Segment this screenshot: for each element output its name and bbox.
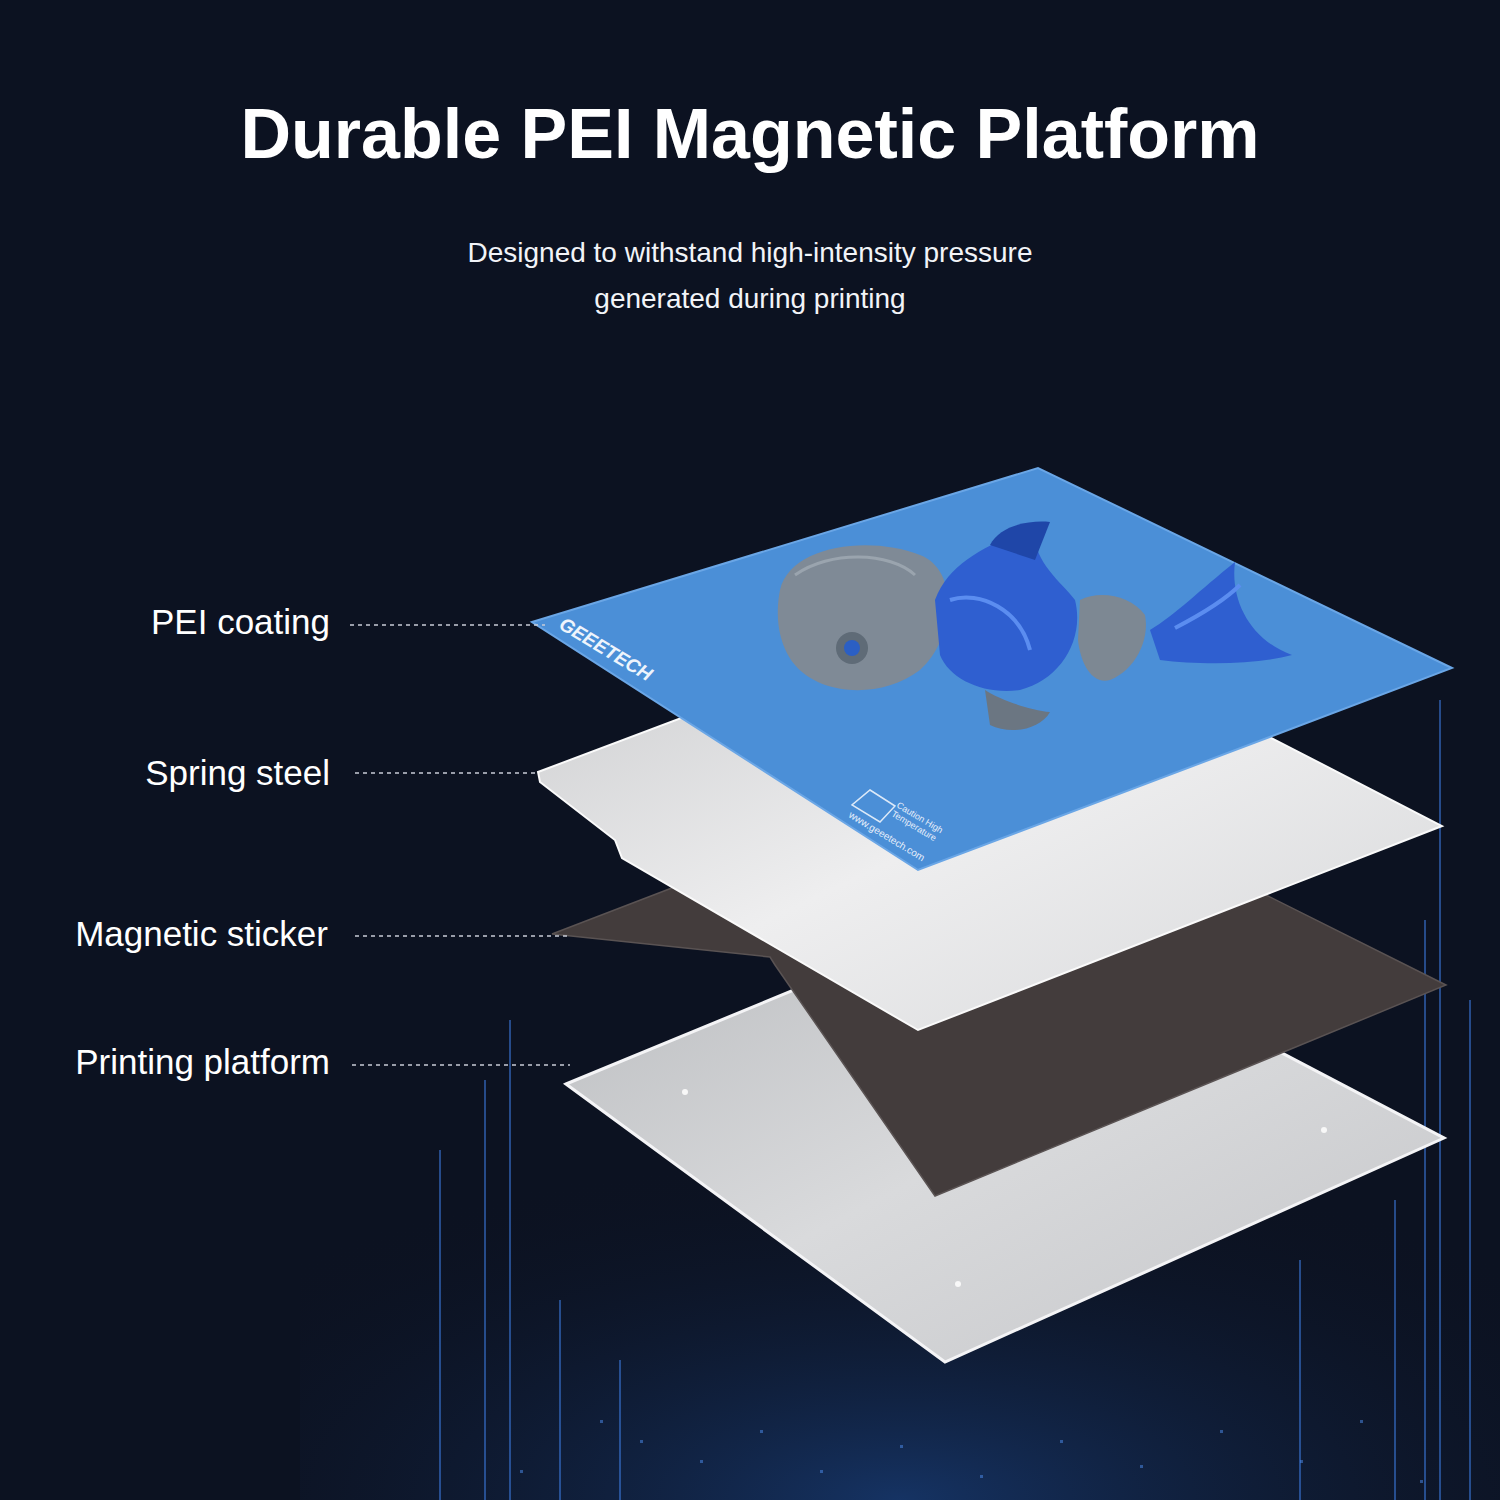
mount-hole [1321,1127,1327,1133]
printed-fish-model [778,522,1292,730]
layer-label: Magnetic sticker [75,916,328,951]
background-dots [520,1420,1423,1483]
pei-coating-layer [532,468,1452,870]
layer-label: Spring steel [145,755,330,790]
mount-hole [955,1281,961,1287]
layer-label: PEI coating [151,604,330,639]
mount-hole [682,1089,688,1095]
leader-lines [350,625,570,1065]
layer-label: Printing platform [75,1044,330,1079]
page-subtitle: Designed to withstand high-intensity pre… [410,230,1090,322]
page-title: Durable PEI Magnetic Platform [0,96,1500,173]
